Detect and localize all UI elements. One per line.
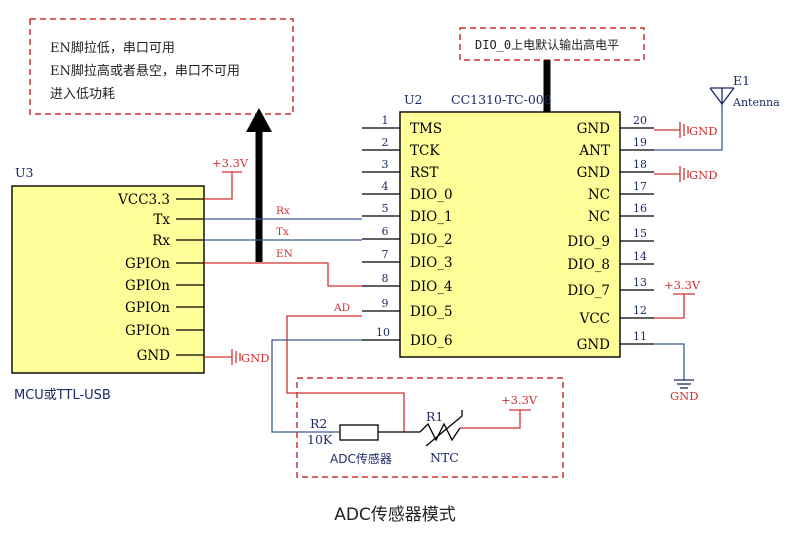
u2-pin-num-13: 13: [633, 276, 647, 289]
u2-pin-dio9: DIO_9: [567, 234, 610, 250]
u3-ref: U3: [15, 165, 34, 180]
u2-pin-gnd-18: GND: [577, 165, 611, 181]
u3-pin-vcc: VCC3.3: [117, 192, 170, 208]
r1-ntc-thermistor: [419, 410, 463, 447]
u3-pin-gpio-1: GPIOn: [125, 256, 170, 272]
u3-pin-gpio-3: GPIOn: [125, 300, 170, 316]
u2-pin-tms: TMS: [410, 121, 442, 137]
r2-ref: R2: [310, 416, 327, 431]
u2-pin-dio2: DIO_2: [410, 232, 453, 248]
u2-vcc-label: +3.3V: [664, 278, 701, 292]
u2-part: CC1310-TC-008: [451, 92, 552, 107]
u2-pin-num-7: 7: [382, 248, 389, 261]
u2-pin-num-3: 3: [382, 158, 389, 171]
u2-pin-num-8: 8: [382, 272, 389, 285]
wire-en-to-dio4: [204, 262, 362, 287]
u2-pin-num-18: 18: [633, 158, 647, 171]
u3-vcc-label: +3.3V: [212, 156, 249, 170]
net-label-en: EN: [276, 248, 293, 260]
u2-pin-dio6: DIO_6: [410, 333, 453, 349]
sensor-box: [296, 377, 564, 478]
antenna-label: Antenna: [732, 96, 780, 109]
u3-body: [11, 185, 205, 374]
u3-pin-gnd: GND: [137, 348, 171, 364]
u2-left-pins: 1 2 3 4 5 6 7 8 9 10 TMS TCK RST DIO_0 D…: [362, 114, 453, 349]
u2-pin-num-15: 15: [633, 227, 647, 240]
u3-pin-gpio-2: GPIOn: [125, 278, 170, 294]
u2-pin-num-14: 14: [633, 250, 647, 263]
net-label-ad: AD: [333, 302, 350, 314]
u2-pin-vcc: VCC: [579, 311, 610, 327]
antenna-icon: [709, 87, 735, 106]
u2-pin-num-12: 12: [633, 304, 647, 317]
r2-resistor: [339, 424, 379, 441]
u2-pin-num-5: 5: [382, 202, 389, 215]
u2-pin-num-10: 10: [376, 326, 390, 339]
gnd-label-pin11: GND: [670, 389, 698, 403]
u3-pin-tx: Tx: [153, 212, 170, 228]
u2-pin-num-2: 2: [382, 136, 389, 149]
gnd-label-pin20: GND: [689, 124, 717, 138]
u2-pin-rst: RST: [410, 165, 438, 181]
u3-pins: VCC3.3 Tx Rx GPIOn GPIOn GPIOn GPIOn GND: [117, 192, 204, 364]
note-left-line-3: 进入低功耗: [50, 87, 115, 102]
net-label-tx: Tx: [276, 226, 289, 238]
u2-pin-dio5: DIO_5: [410, 304, 453, 320]
u2-pin-dio1: DIO_1: [410, 209, 453, 225]
diagram-title: ADC传感器模式: [334, 505, 456, 525]
u2-pin-dio4: DIO_4: [410, 279, 453, 295]
r2-value: 10K: [307, 432, 333, 447]
u2-pin-num-9: 9: [382, 297, 389, 310]
gnd-label-pin18: GND: [689, 168, 717, 182]
note-left-line-2: EN脚拉高或者悬空，串口不可用: [50, 63, 240, 79]
u2-pin-dio7: DIO_7: [567, 283, 610, 299]
sensor-vcc-label: +3.3V: [501, 393, 538, 407]
u2-ref: U2: [404, 92, 423, 107]
u2-pin-gnd-11: GND: [577, 337, 611, 353]
u2-pin-dio0: DIO_0: [410, 187, 453, 203]
u2-pin-tck: TCK: [410, 143, 440, 159]
sensor-caption: ADC传感器: [330, 451, 392, 466]
u2-pin-ant: ANT: [578, 143, 610, 159]
u2-pin-nc-16: NC: [588, 209, 610, 225]
u2-pin-dio3: DIO_3: [410, 255, 453, 271]
u3-gnd-label: GND: [241, 351, 269, 365]
u2-pin-num-1: 1: [382, 114, 389, 127]
note-left-line-1: EN脚拉低，串口可用: [50, 40, 175, 56]
note-box-right: [459, 27, 645, 61]
u2-pin-gnd-20: GND: [577, 121, 611, 137]
u2-pin-num-4: 4: [382, 180, 389, 193]
u3-pin-rx: Rx: [152, 233, 170, 249]
note-box-left: [29, 18, 294, 115]
u2-body: [399, 111, 621, 358]
u2-pin-num-17: 17: [633, 180, 647, 193]
arrow-up-to-en-note: [246, 108, 272, 262]
r1-ref: R1: [426, 409, 443, 424]
wire-ad-to-sensor: [286, 315, 405, 432]
r1-type: NTC: [430, 450, 459, 465]
u3-caption: MCU或TTL-USB: [14, 388, 111, 403]
antenna-ref: E1: [733, 73, 750, 88]
u2-right-pins: 20 19 18 17 16 15 14 13 12 11 GND ANT GN…: [567, 114, 654, 353]
u2-pin-num-20: 20: [633, 114, 647, 127]
u2-pin-dio8: DIO_8: [567, 257, 610, 273]
wire-dio6-to-r2: [271, 339, 362, 433]
u2-pin-num-19: 19: [633, 136, 647, 149]
net-label-rx: Rx: [276, 205, 290, 217]
note-right-text: DIO_0上电默认输出高电平: [475, 37, 619, 52]
u2-pin-nc-17: NC: [588, 187, 610, 203]
u2-pin-num-6: 6: [382, 225, 389, 238]
u2-pin-num-11: 11: [633, 330, 647, 343]
u3-pin-gpio-4: GPIOn: [125, 323, 170, 339]
u2-pin-num-16: 16: [633, 202, 647, 215]
